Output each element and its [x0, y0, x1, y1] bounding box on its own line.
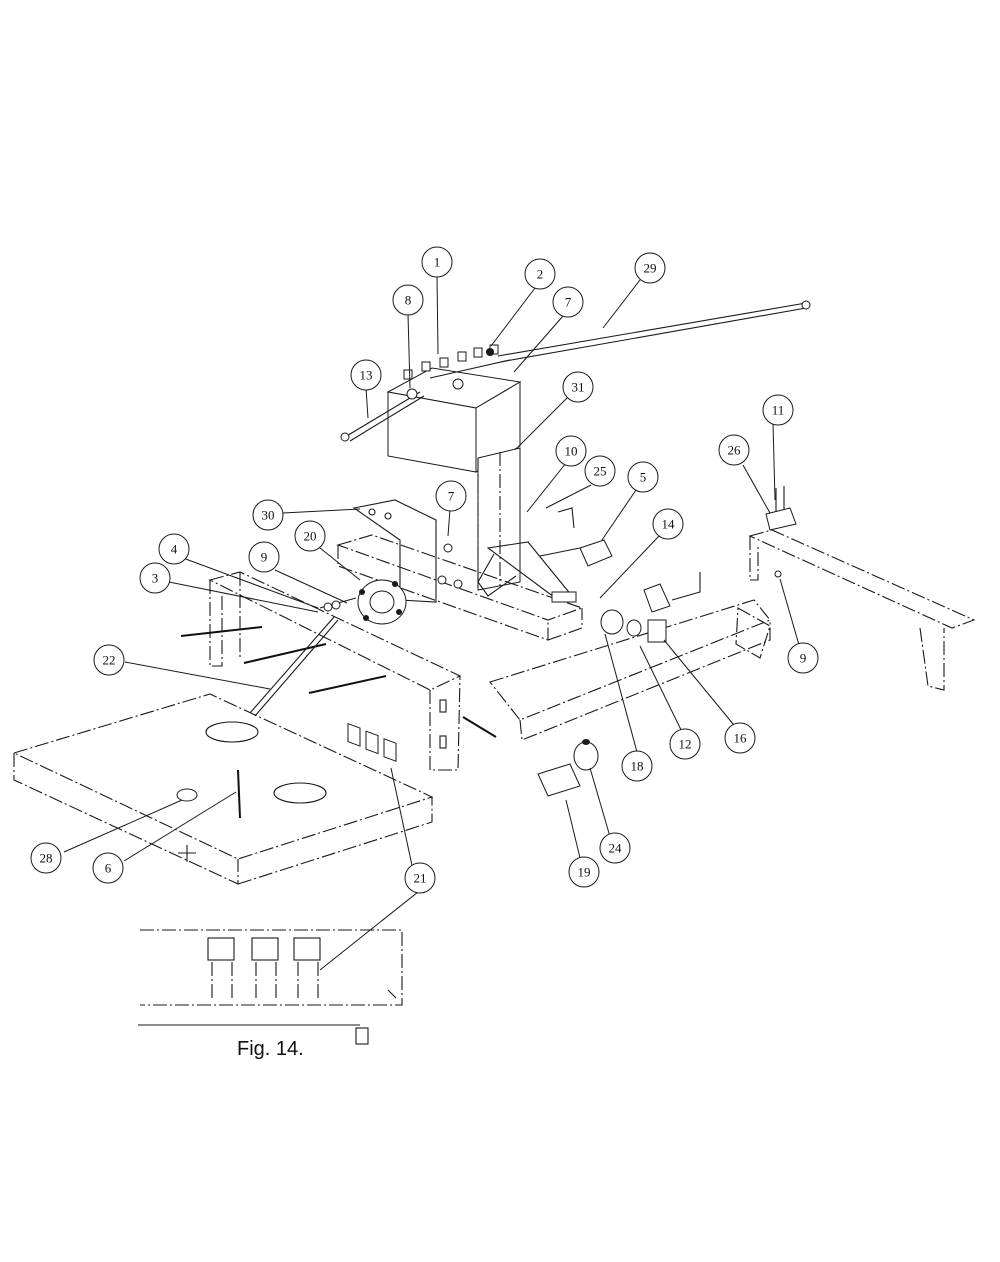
svg-text:21: 21: [414, 871, 427, 886]
svg-text:4: 4: [171, 542, 178, 557]
svg-text:13: 13: [360, 368, 373, 383]
callout-6: 6: [92, 852, 124, 884]
svg-text:26: 26: [728, 443, 742, 458]
callout-7: 7: [552, 286, 584, 318]
callout-13: 13: [350, 359, 382, 391]
callout-28: 28: [30, 842, 62, 874]
callout-7b: 7: [435, 480, 467, 512]
svg-text:18: 18: [631, 759, 644, 774]
callout-9: 9: [248, 541, 280, 573]
callout-22: 22: [93, 644, 125, 676]
rods: [180, 616, 497, 738]
svg-text:11: 11: [772, 403, 785, 418]
callout-3: 3: [139, 562, 171, 594]
svg-text:30: 30: [262, 508, 275, 523]
callout-4: 4: [158, 533, 190, 565]
svg-text:8: 8: [405, 293, 412, 308]
battery-cables: [340, 300, 811, 442]
svg-text:12: 12: [679, 737, 692, 752]
deck-plate: [12, 693, 434, 885]
leader-lines: [63, 275, 800, 971]
callout-5: 5: [627, 461, 659, 493]
switch-cluster-21: [347, 722, 397, 762]
callout-10: 10: [555, 435, 587, 467]
callout-25: 25: [584, 455, 616, 487]
callouts: 1 2 29 8 7 13 31 10 25 5 11 26 30 7 14 2…: [30, 246, 819, 894]
svg-text:28: 28: [40, 851, 53, 866]
svg-text:6: 6: [105, 861, 112, 876]
svg-text:19: 19: [578, 865, 591, 880]
rear-frame: [336, 534, 584, 641]
callout-9b: 9: [787, 642, 819, 674]
control-console: [489, 572, 771, 741]
callout-26: 26: [718, 434, 750, 466]
inset-detail: [138, 929, 403, 1045]
callout-2: 2: [524, 258, 556, 290]
svg-text:10: 10: [565, 444, 578, 459]
callout-20: 20: [294, 520, 326, 552]
svg-text:29: 29: [644, 261, 657, 276]
callout-1: 1: [421, 246, 453, 278]
right-bracket: [748, 486, 976, 691]
svg-text:9: 9: [261, 550, 268, 565]
callout-21: 21: [404, 862, 436, 894]
svg-text:20: 20: [304, 529, 317, 544]
svg-text:31: 31: [572, 380, 585, 395]
callout-16: 16: [724, 722, 756, 754]
svg-text:2: 2: [537, 267, 544, 282]
svg-text:14: 14: [662, 517, 676, 532]
callout-29: 29: [634, 252, 666, 284]
motor: [319, 579, 407, 625]
svg-text:24: 24: [609, 841, 623, 856]
left-frame: [208, 571, 462, 771]
svg-text:7: 7: [565, 295, 572, 310]
switch-5: [539, 507, 613, 567]
callout-11: 11: [762, 394, 794, 426]
callout-31: 31: [562, 371, 594, 403]
seat-tower: [477, 447, 521, 591]
pedal-assembly: [477, 541, 577, 603]
svg-text:25: 25: [594, 464, 607, 479]
figure-caption: Fig. 14.: [237, 1038, 304, 1060]
callout-8: 8: [392, 284, 424, 316]
svg-text:1: 1: [434, 255, 441, 270]
callout-12: 12: [669, 728, 701, 760]
svg-text:22: 22: [103, 653, 116, 668]
svg-text:3: 3: [152, 571, 159, 586]
lower-parts: [537, 739, 599, 797]
svg-text:16: 16: [734, 731, 748, 746]
svg-text:5: 5: [640, 470, 647, 485]
callout-14: 14: [652, 508, 684, 540]
callout-19: 19: [568, 856, 600, 888]
callout-18: 18: [621, 750, 653, 782]
callout-30: 30: [252, 499, 284, 531]
motor-bracket: [352, 499, 463, 603]
svg-text:7: 7: [448, 489, 455, 504]
svg-text:9: 9: [800, 651, 807, 666]
callout-24: 24: [599, 832, 631, 864]
